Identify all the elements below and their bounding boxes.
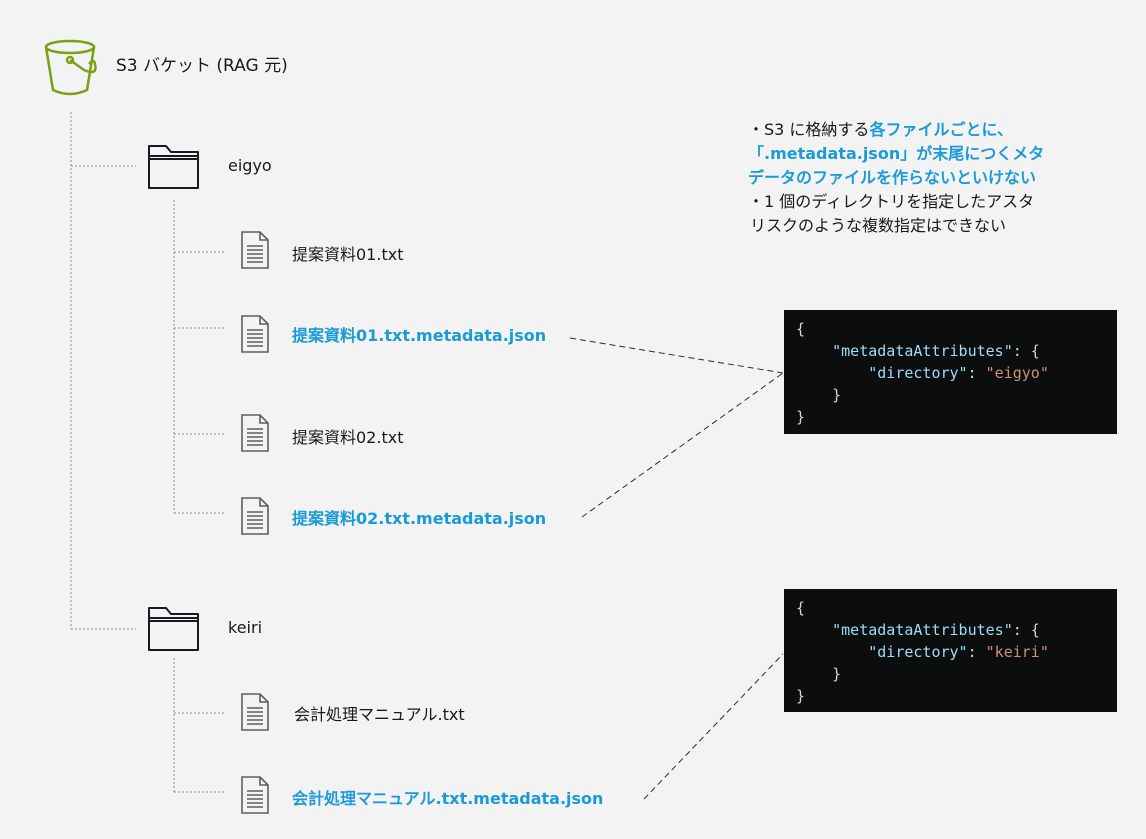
- file-icon: [240, 413, 270, 457]
- bucket-label: S3 バケット (RAG 元): [116, 56, 288, 76]
- link-line-keiri: [643, 653, 784, 800]
- metadata-file-label: 会計処理マニュアル.txt.metadata.json: [292, 789, 604, 808]
- folder-icon: [146, 606, 202, 656]
- file-label: 提案資料02.txt: [292, 428, 404, 447]
- link-line-eigyo-01: [569, 337, 784, 374]
- note-bullet2-cont: リスクのような複数指定はできない: [750, 216, 1007, 235]
- note-highlight: 「.metadata.json」が末尾につくメタ: [748, 144, 1045, 163]
- file-icon: [240, 496, 270, 540]
- metadata-file-label: 提案資料02.txt.metadata.json: [292, 509, 547, 528]
- link-line-eigyo-02: [581, 372, 784, 518]
- metadata-file-label: 提案資料01.txt.metadata.json: [292, 326, 547, 345]
- folder-icon: [146, 144, 202, 194]
- file-icon: [240, 775, 270, 819]
- s3-bucket-icon: [44, 38, 100, 96]
- folder-label-keiri: keiri: [228, 618, 263, 637]
- file-icon: [240, 230, 270, 274]
- file-icon: [240, 692, 270, 736]
- note-bullet2: ・1 個のディレクトリを指定したアスタ: [748, 192, 1035, 211]
- note-bullet1-prefix: ・S3 に格納する: [748, 120, 870, 139]
- note-highlight: 各ファイルごとに、: [869, 120, 1013, 139]
- note-highlight: データのファイルを作らないといけない: [748, 168, 1037, 187]
- file-icon: [240, 314, 270, 358]
- file-label: 会計処理マニュアル.txt: [294, 705, 465, 724]
- metadata-json-keiri: { "metadataAttributes": { "directory": "…: [784, 589, 1117, 712]
- folder-label-eigyo: eigyo: [228, 156, 272, 175]
- metadata-json-eigyo: { "metadataAttributes": { "directory": "…: [784, 310, 1117, 434]
- annotation-note: ・S3 に格納する各ファイルごとに、 「.metadata.json」が末尾につ…: [748, 118, 1128, 238]
- file-label: 提案資料01.txt: [292, 245, 404, 264]
